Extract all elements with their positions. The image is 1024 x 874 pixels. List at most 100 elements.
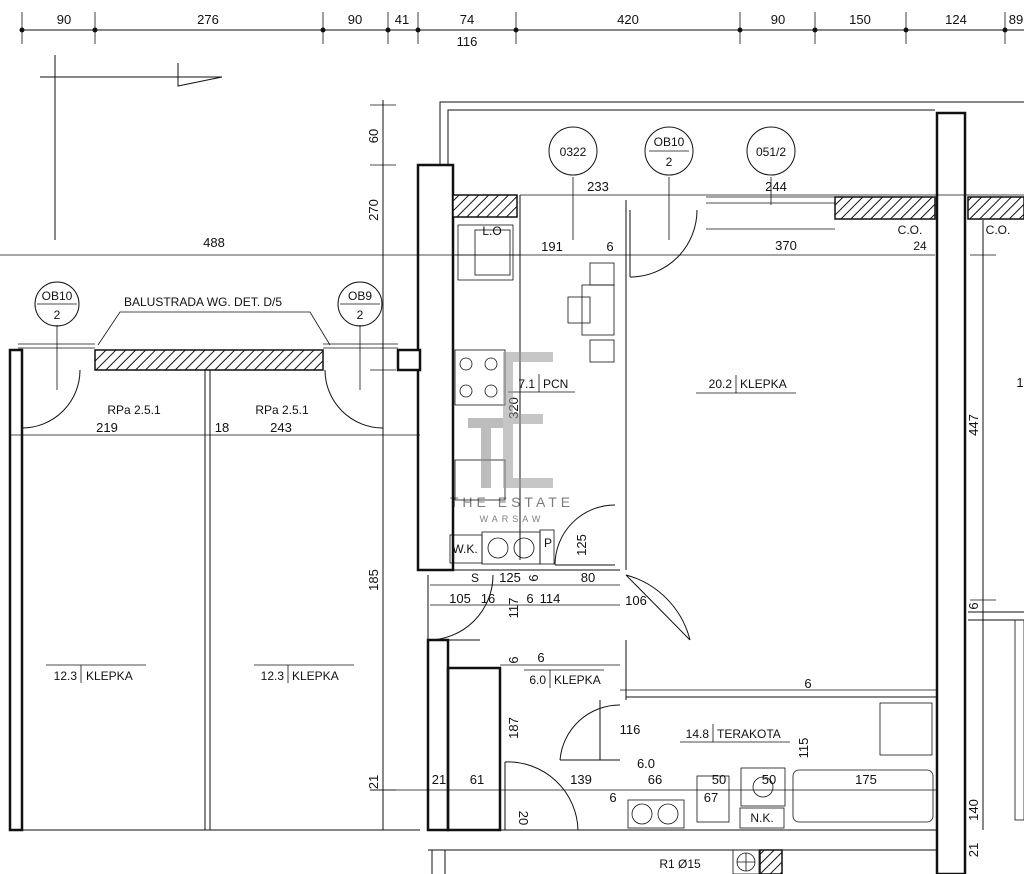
window-tag-code: OB10 — [654, 135, 685, 149]
dimension-label: 185 — [366, 569, 381, 591]
room-label: 12.3 KLEPKA — [254, 664, 354, 683]
dimension-label: 89 — [1009, 12, 1023, 27]
p-label: P — [544, 536, 552, 550]
dimension-label: 140 — [966, 799, 981, 821]
dimension-label: 80 — [581, 570, 595, 585]
room-floor: PCN — [543, 377, 568, 391]
window-tag: 051/2 — [746, 126, 796, 205]
dimension-label: 6 — [506, 656, 521, 663]
room-label: 12.3 KLEPKA — [46, 664, 146, 683]
room-area: 6.0 — [529, 673, 546, 687]
room-area: 7.1 — [518, 377, 535, 391]
doors — [21, 209, 698, 831]
window-tag: OB9 2 — [337, 281, 383, 390]
balcony-label: RPa 2.5.1 — [107, 403, 161, 417]
r1-label: R1 Ø15 — [659, 857, 701, 871]
dimension-label: 447 — [966, 414, 981, 436]
dimension-label: 116 — [620, 722, 641, 737]
s-label: S — [471, 571, 479, 585]
watermark-line2: WARSAW — [480, 514, 545, 524]
room-area: 14.8 — [686, 727, 710, 741]
dimension-label: 117 — [506, 598, 521, 619]
dimension-label: 90 — [57, 12, 71, 27]
bathroom-fixtures — [627, 702, 934, 874]
balustrade-note: BALUSTRADA WG. DET. D/5 — [97, 295, 331, 346]
dimension-label: 20 — [516, 811, 531, 825]
room-floor: KLEPKA — [740, 377, 787, 391]
dimension-label: 6 — [526, 574, 541, 581]
dimension-label: 21 — [366, 775, 381, 789]
kitchen-fixtures — [449, 224, 615, 565]
room-floor: TERAKOTA — [717, 727, 781, 741]
dimension-label: 191 — [541, 239, 563, 254]
inner-dimensions: 488 233 244 191 6 370 C.O. 24 C.O. L.O 2… — [96, 179, 1023, 871]
dimension-label: 114 — [540, 591, 561, 606]
dimension-label: 16 — [481, 591, 495, 606]
dimension-label: 488 — [203, 235, 225, 250]
dimension-label: 74 — [460, 12, 474, 27]
room-label: 20.2 KLEPKA — [696, 375, 796, 394]
dimension-label: 233 — [587, 179, 609, 194]
room-label: 6.0 KLEPKA — [524, 669, 604, 688]
dimension-label: 6 — [537, 650, 544, 665]
dimension-label: 276 — [197, 12, 219, 27]
dimension-label: 6 — [526, 591, 533, 606]
dimension-label: 150 — [849, 12, 871, 27]
dimension-label: 187 — [506, 717, 521, 739]
dimension-label: 6 — [804, 676, 811, 691]
window-tag-sub: 2 — [54, 308, 61, 322]
dimension-label: 50 — [712, 772, 726, 787]
nk-label: N.K. — [750, 811, 773, 825]
dimension-label: 67 — [704, 790, 718, 805]
window-tag-sub: 2 — [357, 308, 364, 322]
dimension-label: 18 — [215, 420, 229, 435]
room-label: 14.8 TERAKOTA — [680, 724, 790, 743]
window-tag-code: 0322 — [560, 145, 587, 159]
window-tag-code: OB10 — [42, 289, 73, 303]
dimension-label: 125 — [574, 534, 589, 556]
dimension-label: 66 — [648, 772, 662, 787]
dimension-label: 125 — [499, 570, 521, 585]
top-dimension-chain: 90 276 90 41 74 420 90 150 124 89 116 — [19, 12, 1024, 49]
watermark-monogram-bar — [503, 414, 543, 424]
watermark-monogram-bar — [503, 352, 553, 362]
dimension-label: 420 — [617, 12, 639, 27]
dimension-label: 90 — [771, 12, 785, 27]
dimension-label: 60 — [366, 129, 381, 143]
dimension-label: 270 — [366, 199, 381, 221]
room-floor: KLEPKA — [292, 669, 339, 683]
window-tag-code: OB9 — [348, 289, 372, 303]
dimension-label: 61 — [470, 772, 484, 787]
estate-watermark: THE ESTATE WARSAW — [450, 352, 574, 524]
watermark-line1: THE ESTATE — [450, 494, 574, 510]
balcony-railings — [18, 196, 835, 349]
co-label: C.O. — [986, 223, 1011, 237]
dimension-label: 115 — [796, 738, 811, 759]
dimension-label: 124 — [945, 12, 967, 27]
dimension-label: 6.0 — [637, 756, 655, 771]
room-area: 20.2 — [709, 377, 733, 391]
balustrade-label: BALUSTRADA WG. DET. D/5 — [124, 295, 282, 309]
dimension-label: 370 — [775, 238, 797, 253]
horizontal-dimension-lines — [0, 194, 1024, 791]
dimension-label: 21 — [966, 843, 981, 857]
room-label: 7.1 PCN — [508, 374, 575, 393]
dimension-label: 41 — [395, 12, 409, 27]
vertical-dimension-left: 60 270 185 21 — [366, 100, 396, 830]
dimension-label: 6 — [966, 602, 981, 609]
dimension-label: 105 — [449, 591, 471, 606]
dimension-label: 6 — [609, 790, 616, 805]
dimension-label: 175 — [855, 772, 877, 787]
dimension-label: 24 — [913, 239, 927, 253]
dimension-label: 244 — [765, 179, 787, 194]
dimension-label: 50 — [762, 772, 776, 787]
lo-label: L.O — [482, 224, 501, 238]
balcony-label: RPa 2.5.1 — [255, 403, 309, 417]
room-area: 12.3 — [54, 669, 78, 683]
wk-label: W.K. — [452, 542, 477, 556]
room-floor: KLEPKA — [554, 673, 601, 687]
dimension-label: 6 — [606, 239, 613, 254]
co-label: C.O. — [898, 223, 923, 237]
room-area: 12.3 — [261, 669, 285, 683]
